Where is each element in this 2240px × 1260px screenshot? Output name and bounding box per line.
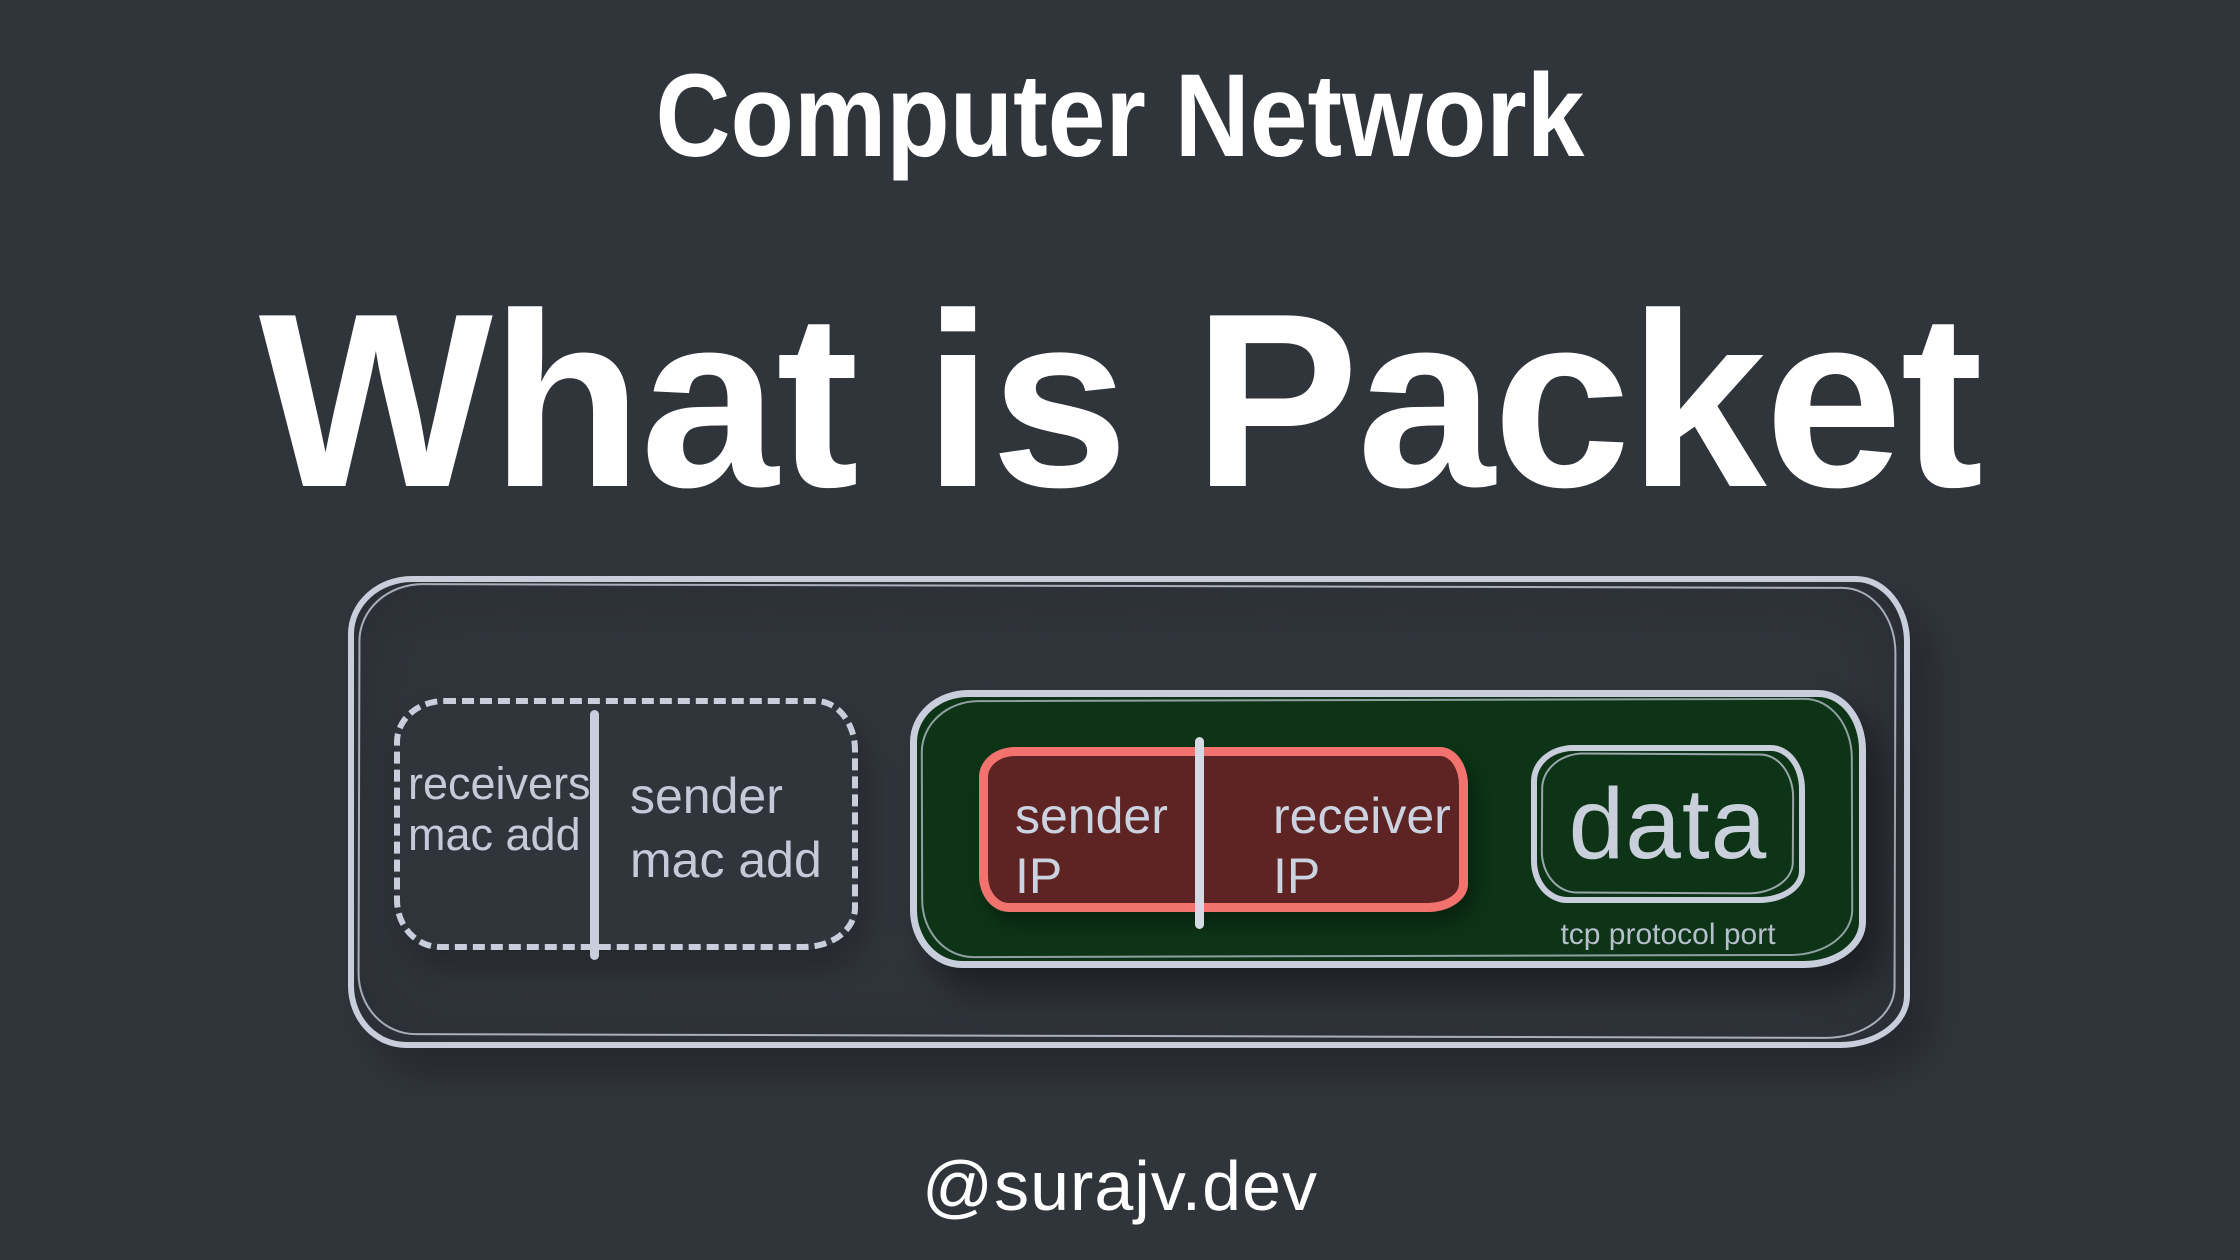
ip-sender-cell: sender IP <box>988 756 1197 904</box>
mac-divider-line <box>590 710 599 960</box>
ip-receiver-label-line2: IP <box>1273 848 1321 904</box>
ip-header-box: sender IP receiver IP <box>979 747 1468 912</box>
mac-receiver-label-line1: receivers <box>408 758 591 809</box>
author-handle: @surajv.dev <box>922 1147 1318 1225</box>
ip-sender-label-line2: IP <box>1015 848 1063 904</box>
tcp-port-label: tcp protocol port <box>1560 918 1776 951</box>
header-kicker: Computer Network <box>655 50 1585 182</box>
packet-diagram-frame: receivers mac add sender mac add sender … <box>348 576 1910 1048</box>
mac-receiver-cell: receivers mac add <box>408 758 591 860</box>
data-box: data <box>1531 745 1805 903</box>
mac-receiver-label-line2: mac add <box>408 809 581 860</box>
mac-sender-cell: sender mac add <box>630 764 822 892</box>
data-label: data <box>1568 768 1768 880</box>
mac-sender-label-line1: sender <box>630 768 783 824</box>
mac-address-section <box>394 698 858 950</box>
payload-section: sender IP receiver IP data tcp protocol … <box>910 690 1866 968</box>
ip-receiver-label-line1: receiver <box>1273 788 1451 844</box>
ip-divider-line <box>1195 737 1204 929</box>
page-title: What is Packet <box>258 261 1983 539</box>
mac-sender-label-line2: mac add <box>630 832 822 888</box>
ip-receiver-cell: receiver IP <box>1197 756 1459 904</box>
ip-sender-label-line1: sender <box>1015 788 1168 844</box>
